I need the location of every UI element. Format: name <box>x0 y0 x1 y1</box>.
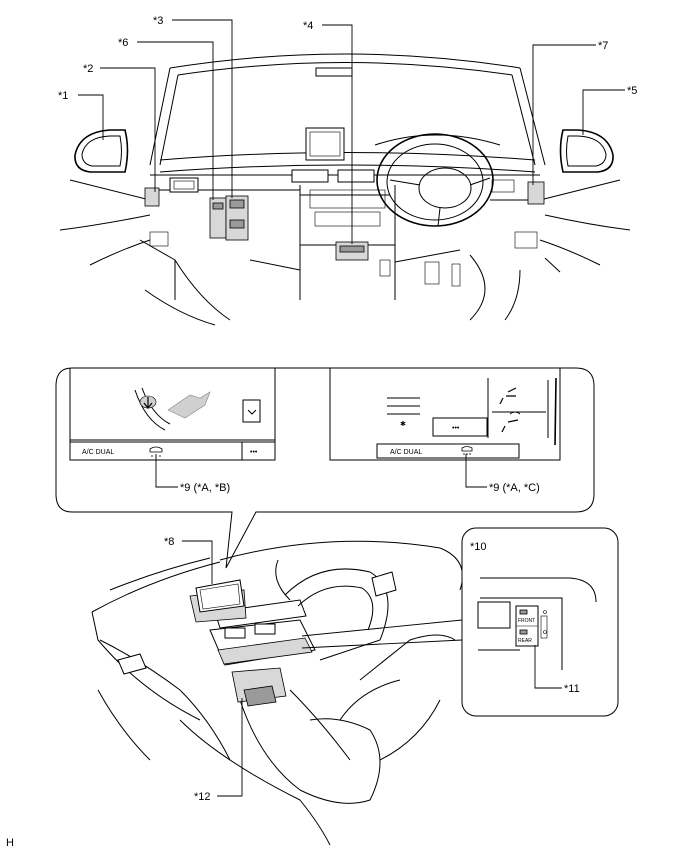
rear-label: REAR <box>518 638 532 644</box>
callout-5: *5 <box>627 85 637 97</box>
part-7-right-door-component <box>527 181 545 205</box>
right-screen-illustration: ✱ <box>329 368 561 461</box>
part-4-center-console-unit <box>335 241 369 261</box>
leader-6 <box>137 41 214 200</box>
front-label: FRONT <box>518 618 535 624</box>
callout-11: *11 <box>564 683 580 695</box>
cabin-interior-illustration <box>59 53 631 326</box>
leader-3 <box>172 19 233 198</box>
right-screen-more-button: ••• <box>452 425 460 432</box>
right-screen-ac-dual-text: A/C DUAL <box>390 449 422 456</box>
callout-3: *3 <box>153 15 163 27</box>
right-rear-defogger-icon <box>461 446 473 455</box>
leader-2 <box>100 67 156 192</box>
callout-1: *1 <box>58 90 68 102</box>
leader-1 <box>78 94 104 140</box>
leader-11 <box>534 645 562 689</box>
left-screen-ac-dual-text: A/C DUAL <box>82 449 114 456</box>
fan-icon: ✱ <box>400 420 406 428</box>
leader-4 <box>322 24 353 244</box>
part-2-left-door-component <box>144 187 160 207</box>
leader-12 <box>217 698 243 797</box>
leader-8 <box>182 540 213 584</box>
left-screen-illustration <box>69 368 276 461</box>
left-screen-more-button: ••• <box>250 449 258 456</box>
callout-6: *6 <box>118 37 128 49</box>
callout-10: *10 <box>470 541 487 553</box>
part-6-ecu <box>209 197 227 239</box>
part-3-junction-block <box>225 195 249 241</box>
callout-9-right: *9 (*A, *C) <box>489 482 540 494</box>
callout-4: *4 <box>303 20 313 32</box>
leader-5 <box>582 89 625 135</box>
left-outer-mirror <box>74 129 129 173</box>
dashboard-iso-illustration <box>91 540 463 846</box>
zoom-line-bottom <box>301 639 463 649</box>
airflow-mode-icon-1 <box>499 387 517 405</box>
leader-7 <box>532 44 596 185</box>
callout-7: *7 <box>598 40 608 52</box>
footer-code: H <box>6 837 14 849</box>
callout-2: *2 <box>83 63 93 75</box>
callout-9-left: *9 (*A, *B) <box>180 482 230 494</box>
zoom-line-top <box>301 619 463 637</box>
callout-8: *8 <box>164 536 174 548</box>
callout-12: *12 <box>194 791 211 803</box>
leader-9-left <box>155 454 178 488</box>
right-outer-mirror <box>559 129 614 173</box>
leader-9-right <box>465 454 487 488</box>
airflow-mode-icon-2 <box>501 411 521 433</box>
inset-panel-detail <box>461 527 619 717</box>
